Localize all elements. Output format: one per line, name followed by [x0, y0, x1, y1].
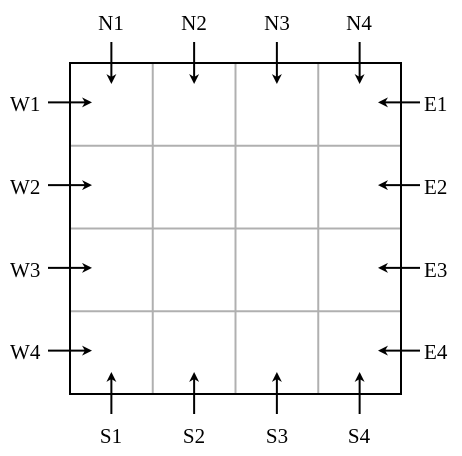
- label-s3: S3: [266, 424, 288, 448]
- label-n1: N1: [98, 11, 124, 35]
- label-w4: W4: [10, 340, 41, 364]
- label-e1: E1: [424, 92, 447, 116]
- label-w1: W1: [10, 92, 40, 116]
- label-e4: E4: [424, 340, 448, 364]
- label-n4: N4: [346, 11, 372, 35]
- label-e3: E3: [424, 258, 447, 282]
- label-s4: S4: [348, 424, 371, 448]
- label-w2: W2: [10, 175, 40, 199]
- arrows: [48, 42, 420, 414]
- label-e2: E2: [424, 175, 447, 199]
- label-w3: W3: [10, 258, 40, 282]
- grid-border: [69, 62, 402, 395]
- grid-lines: [70, 63, 401, 394]
- label-n2: N2: [181, 11, 207, 35]
- label-s1: S1: [100, 424, 122, 448]
- label-n3: N3: [264, 11, 290, 35]
- label-s2: S2: [183, 424, 205, 448]
